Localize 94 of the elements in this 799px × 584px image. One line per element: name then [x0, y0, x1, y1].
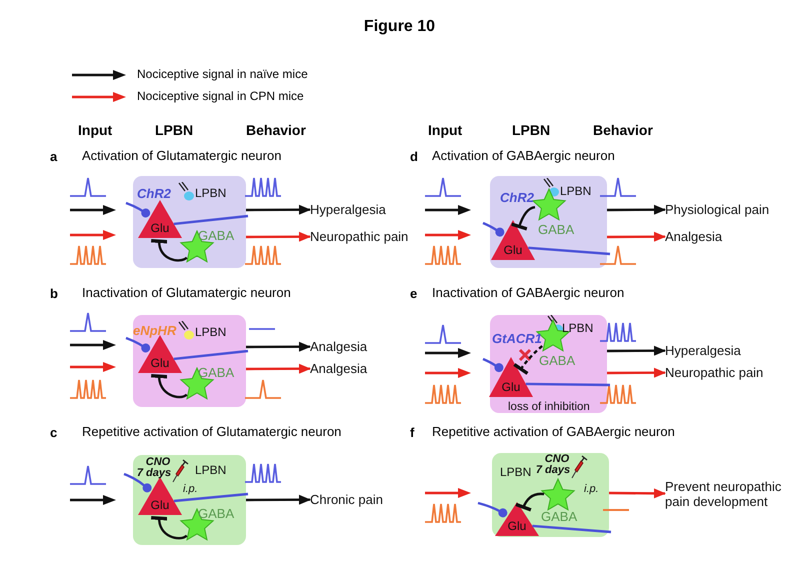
signal-line	[174, 492, 248, 502]
arrow	[607, 204, 666, 215]
route-label: i.p.	[183, 483, 198, 495]
behavior-label: Prevent neuropathic pain development	[665, 479, 795, 509]
behavior-label: Analgesia	[665, 229, 722, 244]
neuron-label: GABA	[198, 228, 234, 243]
neuron-label: GABA	[198, 365, 234, 380]
route-label: i.p.	[584, 483, 599, 495]
panel-letter: c	[50, 425, 58, 440]
behavior-label: Chronic pain	[310, 492, 383, 507]
neuron-triangle	[138, 200, 182, 238]
drug-label: CNO 7 days	[136, 457, 172, 479]
neuron-label: GABA	[539, 353, 576, 368]
behavior-label: Analgesia	[310, 339, 368, 354]
region-label: LPBN	[560, 184, 592, 198]
neuron-label: Glu	[506, 519, 528, 533]
arrow	[246, 232, 311, 242]
neuron-triangle	[489, 357, 533, 397]
neuron-label: GABA	[541, 509, 578, 524]
neuron-label: GABA	[198, 506, 234, 521]
region-box	[490, 315, 607, 413]
panel-letter: e	[410, 286, 418, 301]
neuron-label: Glu	[500, 380, 522, 394]
region-box	[133, 176, 246, 268]
panel-letter: f	[410, 425, 414, 440]
drug-label: CNO 7 days	[534, 454, 572, 476]
behavior-label: Hyperalgesia	[310, 202, 386, 217]
column-header: Behavior	[246, 122, 306, 138]
column-header: LPBN	[155, 122, 194, 138]
panel-title: Inactivation of Glutamatergic neuron	[82, 285, 291, 300]
synapse-line	[515, 492, 544, 512]
panel-letter: b	[50, 286, 58, 301]
construct-label: ChR2	[137, 186, 171, 201]
legend-label: Nociceptive signal in CPN mice	[137, 89, 304, 103]
panel-letter: a	[50, 149, 58, 164]
neuron-label: GABA	[538, 222, 574, 237]
behavior-label: Neuropathic pain	[310, 229, 408, 244]
region-label: LPBN	[500, 465, 532, 479]
signal-line	[528, 246, 610, 256]
annotation-label: loss of inhibition	[508, 401, 590, 413]
signal-line	[532, 524, 612, 534]
signal-line	[174, 214, 248, 226]
neuron-label: Glu	[150, 356, 170, 370]
arrow	[607, 232, 666, 242]
column-header: Behavior	[593, 122, 653, 138]
legend-label: Nociceptive signal in naïve mice	[137, 67, 308, 81]
synapse-line	[151, 239, 188, 262]
column-header: Input	[428, 122, 462, 138]
synapse-line	[124, 472, 152, 492]
arrow	[607, 346, 666, 356]
synapse-line	[126, 336, 150, 353]
signal-line	[526, 382, 610, 386]
panel-letter: d	[410, 149, 418, 164]
neuron-triangle	[138, 477, 182, 515]
behavior-label: Physiological pain	[665, 202, 770, 217]
arrow	[607, 368, 666, 378]
neuron-triangle	[491, 220, 535, 260]
arrow	[608, 488, 666, 498]
synapse-line	[482, 222, 504, 237]
neuron-label: Glu	[150, 498, 170, 512]
construct-label: ChR2	[500, 190, 534, 205]
arrow	[246, 494, 311, 505]
region-box	[492, 453, 609, 537]
column-header: Input	[78, 122, 112, 138]
neuron-label: Glu	[150, 221, 170, 235]
signal-line	[174, 350, 248, 360]
neuron-triangle	[495, 502, 539, 536]
panel-title: Repetitive activation of Glutamatergic neuron	[82, 424, 342, 439]
construct-label: eNpHR	[133, 323, 176, 338]
behavior-label: Neuropathic pain	[665, 365, 764, 380]
behavior-label: Analgesia	[310, 361, 368, 376]
arrow	[246, 364, 311, 374]
synapse-line	[478, 502, 508, 518]
construct-label: GtACR1	[492, 331, 542, 346]
figure-title: Figure 10	[362, 18, 436, 36]
panel-title: Activation of Glutamatergic neuron	[82, 148, 282, 163]
arrow	[246, 204, 311, 215]
region-label: LPBN	[195, 186, 226, 200]
synapse-line	[513, 345, 543, 375]
region-label: LPBN	[195, 463, 226, 477]
region-label: LPBN	[562, 321, 594, 335]
panel-title: Activation of GABAergic neuron	[432, 148, 615, 163]
arrow	[246, 342, 311, 352]
behavior-label: Hyperalgesia	[665, 343, 741, 358]
region-box	[133, 455, 246, 545]
region-box	[490, 176, 607, 268]
region-label: LPBN	[195, 325, 226, 339]
panel-title: Inactivation of GABAergic neuron	[432, 285, 624, 300]
synapse-line	[126, 202, 150, 218]
panel-title: Repetitive activation of GABAergic neuron	[432, 424, 675, 439]
region-box	[133, 315, 246, 407]
neuron-label: Glu	[502, 243, 524, 257]
column-header: LPBN	[512, 122, 550, 138]
synapse-line	[482, 358, 504, 372]
